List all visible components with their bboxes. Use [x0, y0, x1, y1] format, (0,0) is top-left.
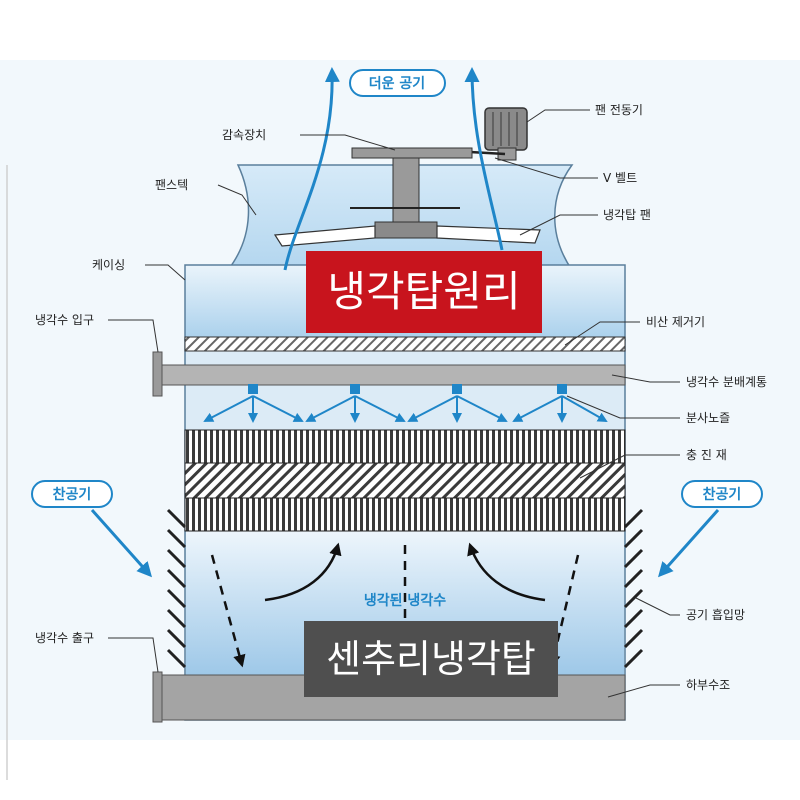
reducer-plate [351, 147, 473, 159]
cooled-water-label: 냉각된 냉각수 [364, 592, 446, 609]
fill-media-label: 충 진 재 [686, 448, 727, 462]
fill-media-vertical-top [184, 429, 626, 464]
cold-air-label-left: 찬공기 [53, 486, 92, 503]
cold-air-badge-left [31, 480, 113, 508]
hot-air-label: 더운 공기 [369, 76, 425, 92]
cold-air-arrows [90, 509, 720, 578]
air-inlet-louvers-left [166, 508, 187, 669]
spray-nozzle [350, 384, 360, 394]
spray-nozzle [557, 384, 567, 394]
fan-hub [374, 221, 438, 239]
subtitle-banner: 센추리냉각탑 [304, 621, 558, 697]
drift-eliminator-label: 비산 제거기 [646, 315, 705, 329]
hot-air-flow-arrows [283, 67, 504, 271]
air-inlet-screen-label: 공기 흡입망 [686, 608, 745, 622]
cold-air-label-right: 찬공기 [703, 486, 742, 503]
distribution-pipe-label: 냉각수 분배계통 [686, 375, 767, 389]
v-belt [469, 150, 506, 156]
inlet-flange [152, 351, 163, 397]
spray-nozzle [248, 384, 258, 394]
cold-air-badge-right [681, 480, 763, 508]
spray-arrows [203, 395, 608, 423]
distribution-pipe [159, 364, 626, 386]
outlet-flange [152, 671, 163, 723]
cooling-fan-label: 냉각탑 팬 [603, 208, 651, 222]
drift-eliminator [184, 336, 626, 352]
casing-label: 케이싱 [92, 258, 125, 272]
fan-motor-label: 팬 전동기 [595, 103, 643, 117]
motor-fins [492, 112, 518, 146]
v-belt-label: V 벨트 [603, 171, 637, 185]
air-inlet-louvers-right [623, 508, 644, 669]
fill-media-vertical-bottom [184, 497, 626, 532]
reducer-label: 감속장치 [222, 128, 266, 142]
fan-blade-right [436, 225, 541, 244]
water-inlet-label: 냉각수 입구 [35, 313, 94, 327]
hot-air-badge [349, 69, 446, 97]
leader-lines [108, 109, 680, 698]
title-banner: 냉각탑원리 [306, 251, 542, 333]
fan-blade-left [273, 225, 376, 247]
fill-media-diagonal [184, 462, 626, 499]
fan-stack-label: 팬스텍 [155, 178, 188, 192]
basin-label: 하부수조 [686, 678, 730, 692]
fan-motor-icon [484, 107, 528, 151]
spray-nozzle-label: 분사노즐 [686, 411, 730, 425]
rising-air-arrows [264, 542, 546, 602]
water-outlet-label: 냉각수 출구 [35, 631, 94, 645]
fan-shaft [392, 157, 420, 227]
spray-nozzle [452, 384, 462, 394]
